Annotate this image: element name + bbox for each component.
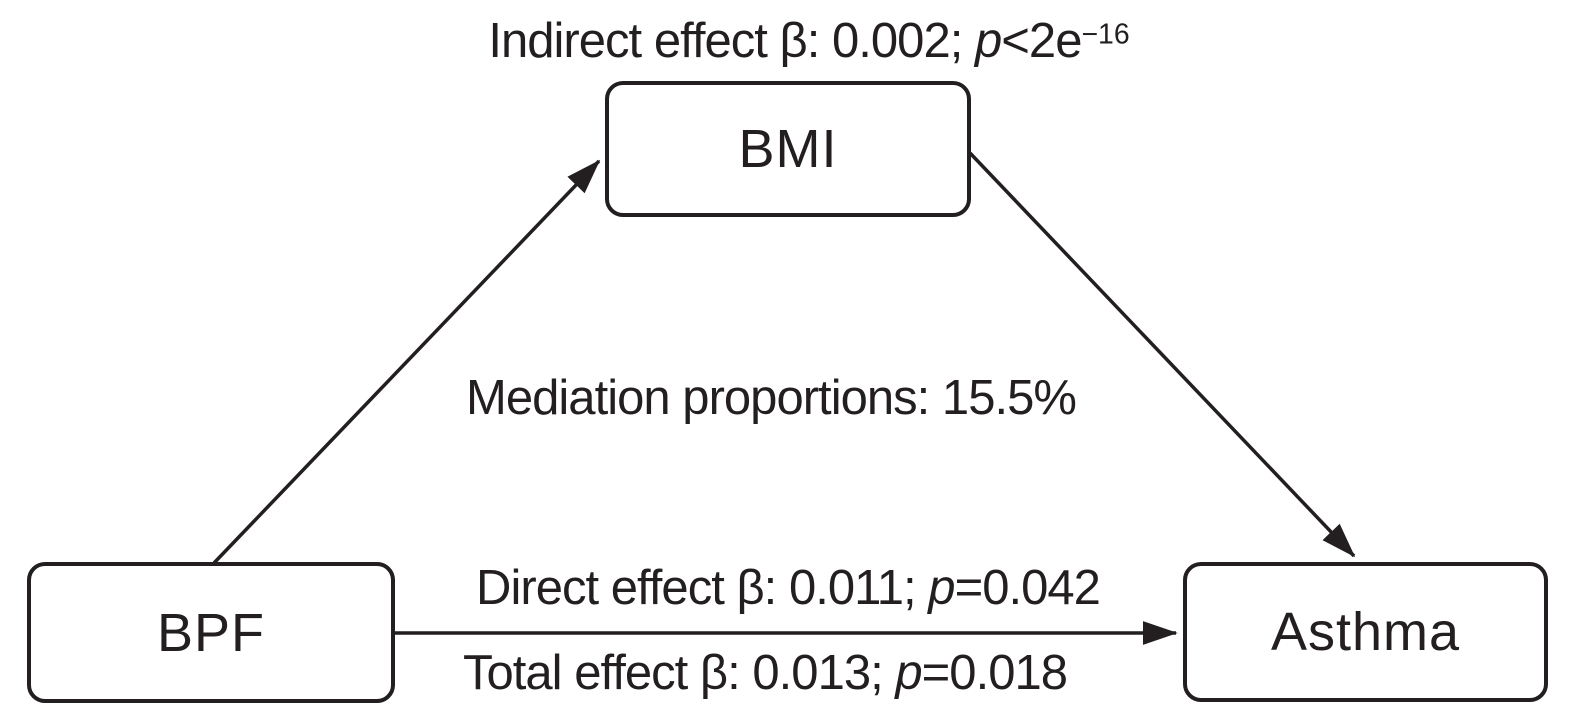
node-asthma: Asthma	[1183, 562, 1548, 702]
indirect-effect-label: Indirect effect β: 0.002; p<2e−16	[488, 13, 1129, 69]
indirect-p-symbol: p	[975, 14, 1002, 68]
mediation-proportion-label: Mediation proportions: 15.5%	[466, 370, 1077, 426]
arrow-bpf-to-bmi	[212, 159, 601, 565]
total-effect-text: Total effect β: 0.013;	[462, 646, 896, 700]
direct-p-symbol: p	[928, 561, 955, 615]
node-bpf: BPF	[27, 562, 395, 703]
node-asthma-label: Asthma	[1270, 602, 1461, 662]
indirect-effect-text: Indirect effect β: 0.002;	[488, 14, 975, 68]
arrow-bmi-to-asthma	[968, 151, 1356, 558]
indirect-p-exponent: −16	[1081, 18, 1130, 51]
total-p-symbol: p	[895, 646, 922, 700]
indirect-p-value: <2e	[1001, 14, 1082, 68]
direct-effect-label: Direct effect β: 0.011; p=0.042	[476, 560, 1101, 616]
node-bmi-label: BMI	[738, 119, 838, 179]
total-effect-label: Total effect β: 0.013; p=0.018	[462, 645, 1068, 701]
total-p-value: =0.018	[921, 646, 1068, 700]
mediation-proportion-text: Mediation proportions: 15.5%	[466, 371, 1077, 425]
node-bmi: BMI	[605, 81, 971, 217]
direct-p-value: =0.042	[954, 561, 1101, 615]
direct-effect-text: Direct effect β: 0.011;	[476, 561, 929, 615]
node-bpf-label: BPF	[156, 602, 266, 663]
